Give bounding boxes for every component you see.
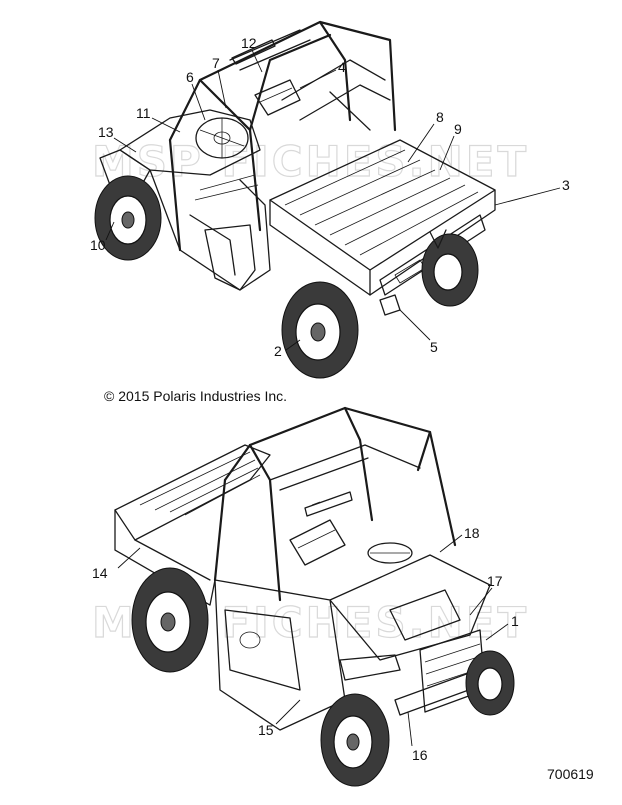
callout-3: 3 — [562, 177, 570, 193]
callout-17: 17 — [487, 573, 503, 589]
callout-5: 5 — [430, 339, 438, 355]
callout-8: 8 — [436, 109, 444, 125]
callout-11: 11 — [136, 105, 151, 121]
callout-10: 10 — [90, 237, 106, 253]
callout-2: 2 — [274, 343, 282, 359]
callout-13: 13 — [98, 124, 114, 140]
callout-7: 7 — [212, 55, 220, 71]
watermark-top: MSP FICHES.NET — [92, 137, 529, 186]
top-leader-lines — [105, 49, 561, 351]
callout-6: 6 — [186, 69, 194, 85]
callout-14: 14 — [92, 565, 108, 581]
callout-15: 15 — [258, 722, 274, 738]
bottom-callout-numbers: 18 14 17 1 15 16 — [92, 525, 519, 763]
copyright-notice: © 2015 Polaris Industries Inc. — [104, 388, 288, 404]
top-callout-numbers: 12 7 4 6 11 13 8 9 3 10 2 5 — [90, 35, 570, 359]
bottom-leader-lines — [117, 534, 509, 747]
document-number: 700619 — [547, 766, 594, 782]
callout-16: 16 — [412, 747, 428, 763]
callout-12: 12 — [241, 35, 257, 51]
callout-18: 18 — [464, 525, 480, 541]
callout-4: 4 — [338, 59, 346, 75]
utv-rear-quarter-view-icon — [94, 20, 496, 379]
callout-1: 1 — [511, 613, 519, 629]
utv-front-quarter-view-icon — [114, 406, 515, 787]
callout-9: 9 — [454, 121, 462, 137]
